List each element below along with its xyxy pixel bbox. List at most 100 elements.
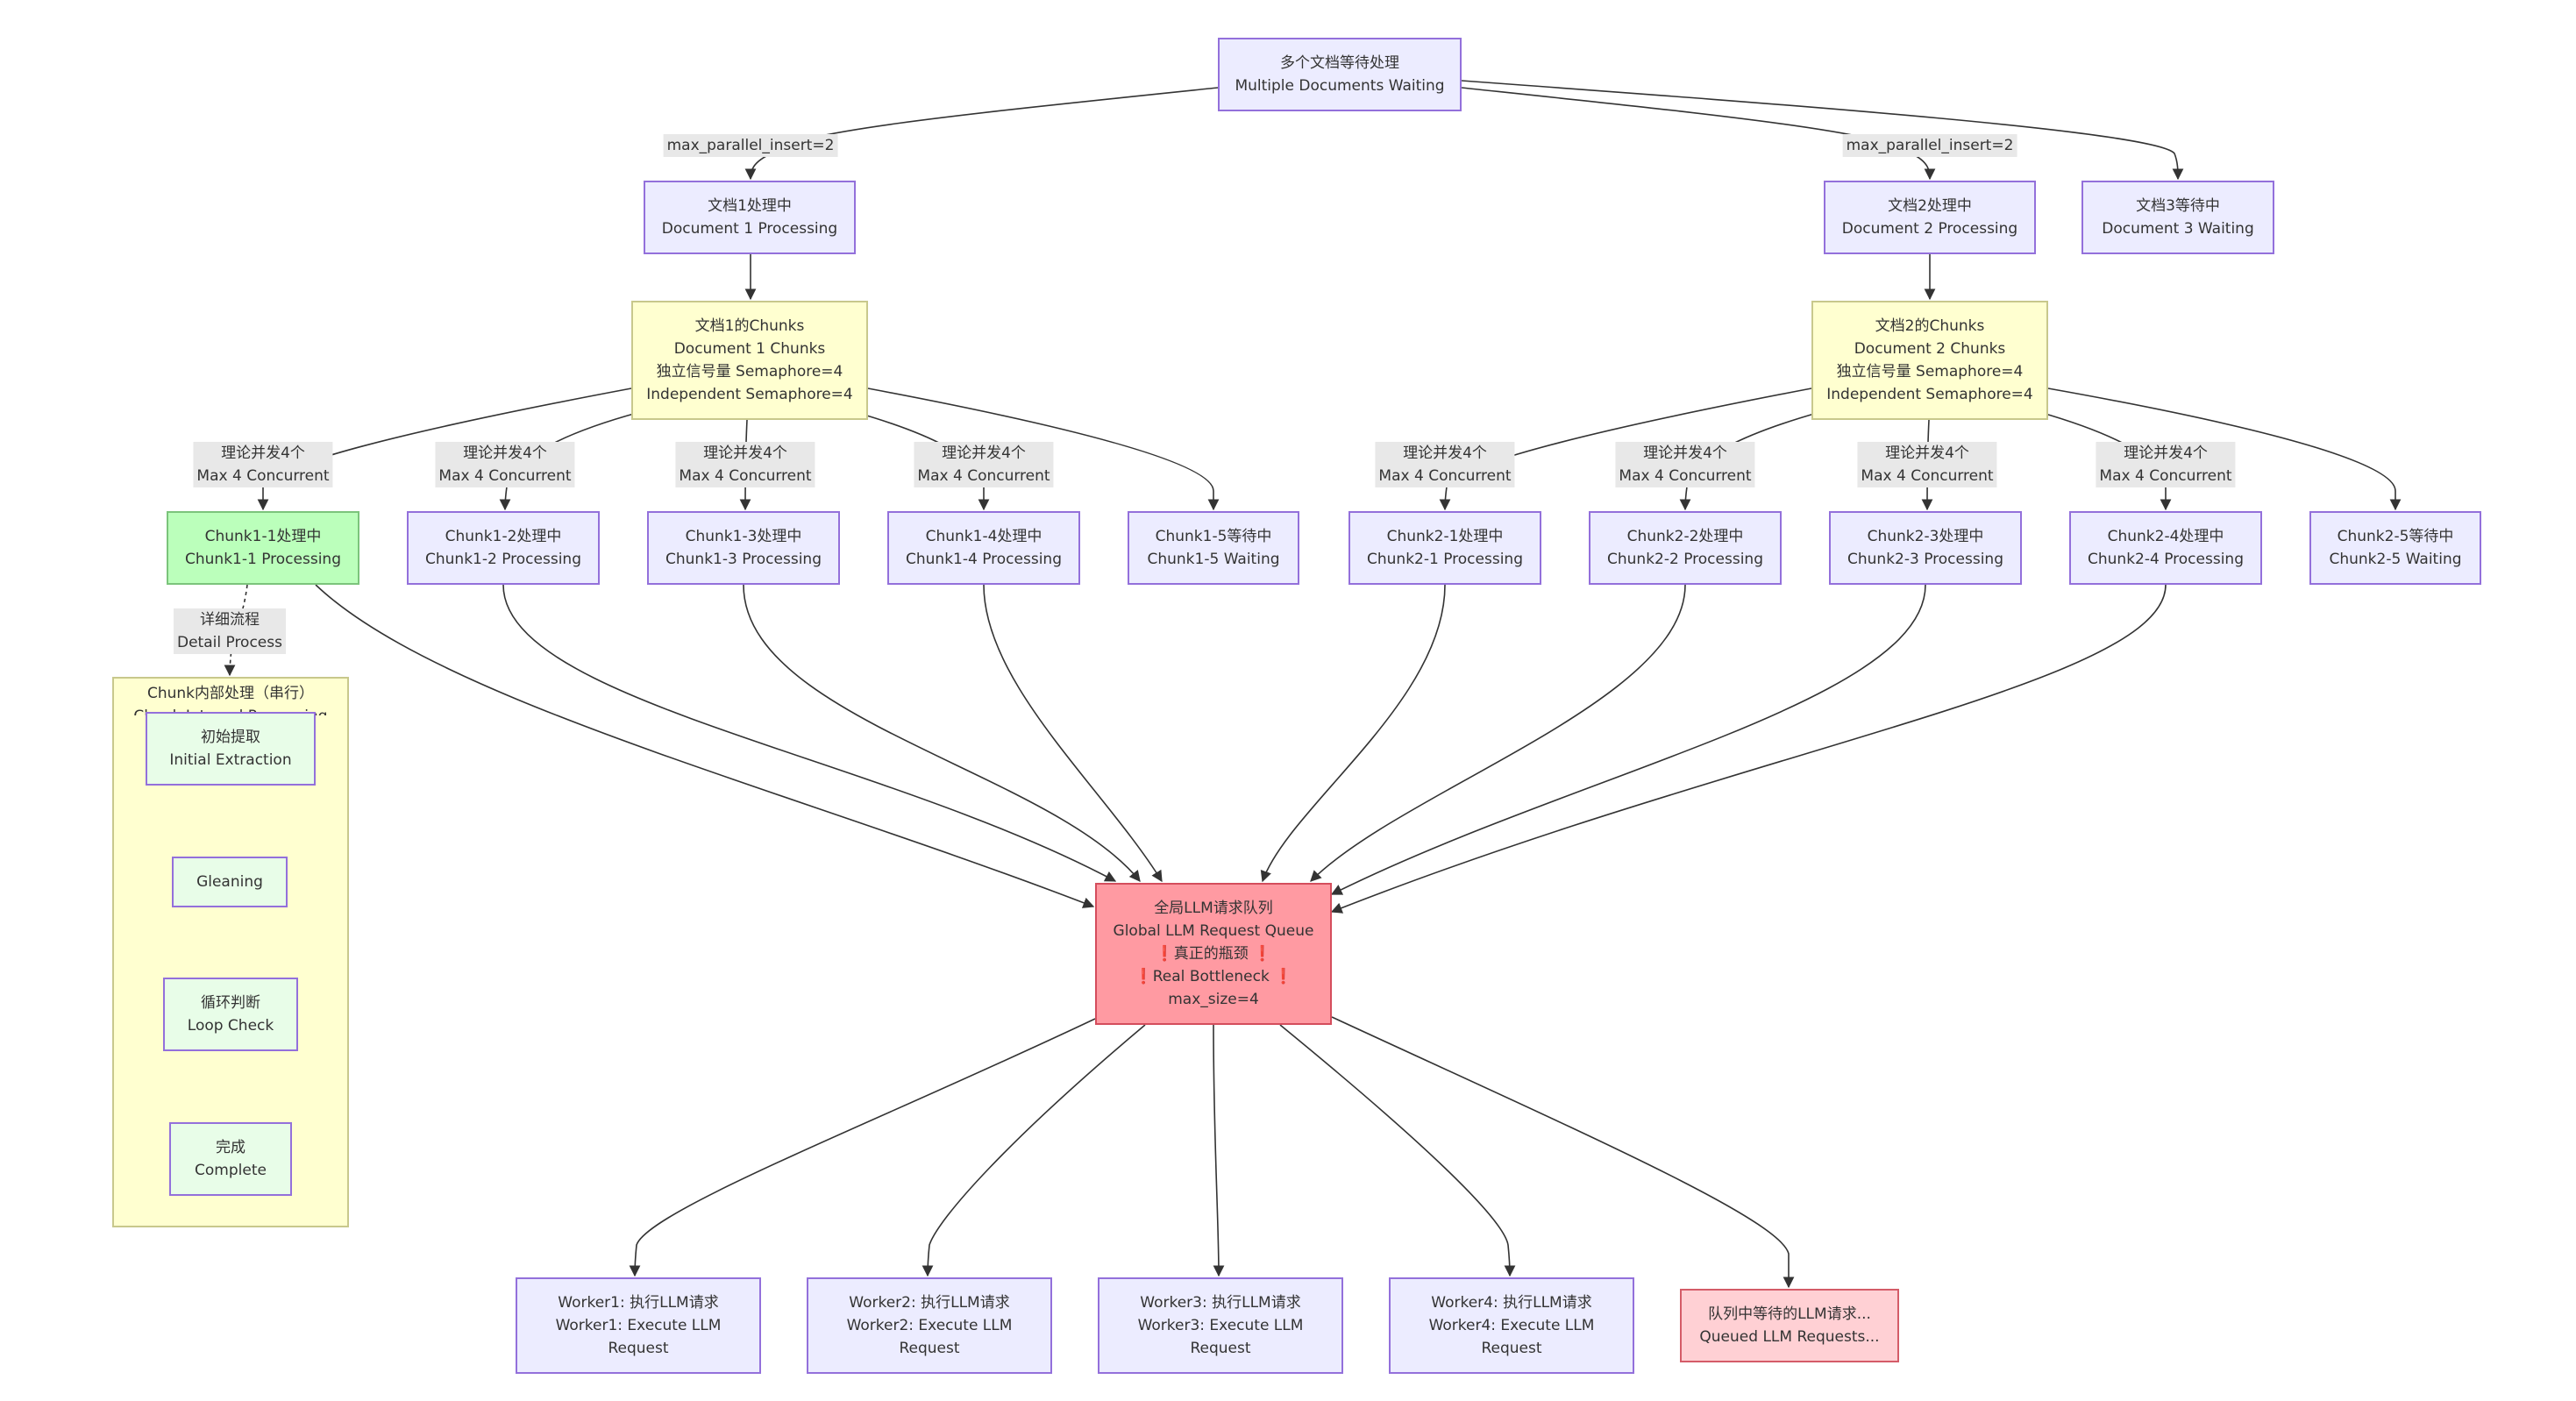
- edge-queue-w3: [1213, 1024, 1225, 1277]
- node-text-line: Global LLM Request Queue: [1113, 922, 1314, 940]
- edge-label-parallel-insert: max_parallel_insert=2: [663, 134, 838, 157]
- node-text-line: Chunk1-1处理中: [204, 528, 322, 545]
- node-text-line: Worker3: 执行LLM请求: [1140, 1294, 1301, 1312]
- node-text-line: 循环判断: [201, 994, 260, 1012]
- node-text-line: max_size=4: [1168, 991, 1259, 1008]
- edge-label-line: 理论并发4个: [1403, 444, 1487, 462]
- node-text-line: Chunk2-5等待中: [2337, 528, 2454, 545]
- edge-c12-queue: [502, 584, 1117, 882]
- edge-label-line: max_parallel_insert=2: [666, 137, 835, 154]
- node-text-line: Request: [1190, 1340, 1251, 1357]
- edge-c22-queue: [1310, 584, 1686, 882]
- edge-label-concurrent: 理论并发4个 Max 4 Concurrent: [193, 442, 333, 487]
- node-text-line: 文档2处理中: [1888, 197, 1972, 215]
- node-text-line: Worker2: Execute LLM: [846, 1317, 1013, 1334]
- node-w4: Worker4: 执行LLM请求 Worker4: Execute LLM Requ…: [1389, 1277, 1634, 1374]
- node-text-line: Request: [1481, 1340, 1542, 1357]
- edge-label-line: Max 4 Concurrent: [917, 467, 1050, 485]
- node-text-line: Independent Semaphore=4: [1826, 386, 2033, 403]
- node-text-line: Chunk1-4处理中: [925, 528, 1042, 545]
- node-text-line: Queued LLM Requests...: [1699, 1328, 1880, 1346]
- node-text-line: Chunk1-2 Processing: [425, 551, 581, 568]
- edge-queue-w2: [922, 1024, 1146, 1277]
- node-text-line: Chunk2-4处理中: [2107, 528, 2224, 545]
- edge-label-line: max_parallel_insert=2: [1846, 137, 2014, 154]
- node-text-line: Chunk1-2处理中: [445, 528, 562, 545]
- node-text-line: Worker1: 执行LLM请求: [558, 1294, 719, 1312]
- node-text-line: Complete: [195, 1162, 267, 1179]
- edge-label-line: 详细流程: [199, 611, 260, 629]
- edge-c23-queue: [1330, 584, 1926, 895]
- node-text-line: Worker1: Execute LLM: [555, 1317, 722, 1334]
- edge-c13-queue: [743, 584, 1141, 882]
- edge-label-concurrent: 理论并发4个 Max 4 Concurrent: [1857, 442, 1997, 487]
- edge-label-concurrent: 理论并发4个 Max 4 Concurrent: [914, 442, 1054, 487]
- node-text-line: 全局LLM请求队列: [1154, 900, 1273, 917]
- node-text-line: Document 1 Chunks: [673, 340, 826, 358]
- node-initial: 初始提取 Initial Extraction: [146, 712, 316, 786]
- node-text-line: Initial Extraction: [169, 751, 292, 769]
- edge-label-line: 理论并发4个: [942, 444, 1026, 462]
- node-text-line: Chunk2-1处理中: [1386, 528, 1504, 545]
- node-text-line: Document 1 Processing: [661, 220, 838, 238]
- node-text-line: Request: [899, 1340, 960, 1357]
- node-text-line: 初始提取: [201, 729, 260, 746]
- edge-label-detail: 详细流程 Detail Process: [174, 608, 286, 654]
- node-text-line: 文档3等待中: [2136, 197, 2220, 215]
- node-text-line: Chunk2-3处理中: [1867, 528, 1984, 545]
- edge-label-line: Max 4 Concurrent: [2099, 467, 2232, 485]
- edge-label-line: 理论并发4个: [2124, 444, 2208, 462]
- cluster-title-zh: Chunk内部处理（串行）: [146, 685, 315, 702]
- edge-label-line: 理论并发4个: [221, 444, 305, 462]
- edge-label-line: 理论并发4个: [703, 444, 787, 462]
- node-queued: 队列中等待的LLM请求...Queued LLM Requests...: [1680, 1289, 1899, 1362]
- node-doc1: 文档1处理中 Document 1 Processing: [644, 181, 856, 254]
- node-text-line: Loop Check: [187, 1017, 274, 1035]
- edge-queue-queued: [1331, 1016, 1795, 1289]
- edge-label-line: Max 4 Concurrent: [196, 467, 330, 485]
- node-text-line: Worker3: Execute LLM: [1137, 1317, 1304, 1334]
- edge-label-concurrent: 理论并发4个 Max 4 Concurrent: [2096, 442, 2236, 487]
- edge-label-line: Detail Process: [177, 634, 282, 651]
- node-gleaning: Gleaning: [172, 857, 288, 907]
- node-text-line: Chunk2-4 Processing: [2088, 551, 2244, 568]
- edge-label-parallel-insert: max_parallel_insert=2: [1842, 134, 2017, 157]
- edge-label-line: Max 4 Concurrent: [1378, 467, 1512, 485]
- edge-label-line: Max 4 Concurrent: [1619, 467, 1752, 485]
- edge-label-line: 理论并发4个: [1885, 444, 1969, 462]
- edge-label-line: 理论并发4个: [463, 444, 547, 462]
- node-text-line: Chunk2-5 Waiting: [2329, 551, 2462, 568]
- edge-queue-w4: [1279, 1024, 1516, 1277]
- edge-d1c-c15: [867, 388, 1220, 511]
- node-text-line: Independent Semaphore=4: [646, 386, 853, 403]
- node-text-line: Chunk2-2处理中: [1626, 528, 1744, 545]
- edge-label-line: 理论并发4个: [1643, 444, 1727, 462]
- node-text-line: Chunk1-3处理中: [685, 528, 802, 545]
- node-text-line: Chunk2-3 Processing: [1847, 551, 2003, 568]
- node-c24: Chunk2-4处理中 Chunk2-4 Processing: [2069, 511, 2262, 585]
- edge-c24-queue: [1330, 584, 2167, 914]
- node-text-line: 文档2的Chunks: [1875, 317, 1985, 335]
- edge-d2c-c25: [2047, 388, 2402, 511]
- node-text-line: Gleaning: [196, 873, 263, 891]
- edge-label-line: Max 4 Concurrent: [1861, 467, 1994, 485]
- node-text-line: 文档1处理中: [708, 197, 792, 215]
- edge-docs-to-doc1: [744, 87, 1219, 181]
- node-text-line: Worker4: Execute LLM: [1428, 1317, 1595, 1334]
- node-text-line: Document 2 Chunks: [1854, 340, 2006, 358]
- node-text-line: Worker4: 执行LLM请求: [1431, 1294, 1592, 1312]
